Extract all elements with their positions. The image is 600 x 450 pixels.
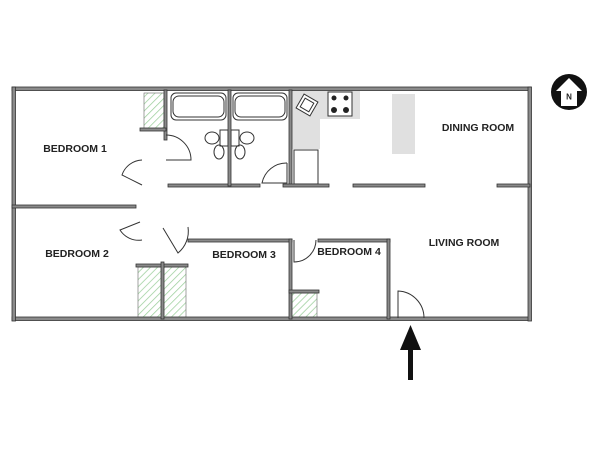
walls xyxy=(11,86,532,322)
kitchen-sink-icon xyxy=(295,93,319,117)
closet-bedroom2 xyxy=(137,266,163,320)
compass-label: N xyxy=(566,92,572,102)
room-label-bedroom-3: BEDROOM 3 xyxy=(212,249,276,261)
kitchen xyxy=(292,91,415,185)
closet-bedroom4 xyxy=(290,292,318,320)
north-arrow-icon xyxy=(551,74,587,110)
stove-icon xyxy=(327,91,353,117)
refrigerator xyxy=(293,149,319,185)
closet-bedroom1 xyxy=(143,92,165,131)
kitchen-island xyxy=(392,94,415,154)
room-label-bedroom-4: BEDROOM 4 xyxy=(317,246,381,258)
room-label-living-room: LIVING ROOM xyxy=(428,237,500,249)
doors xyxy=(119,134,425,319)
room-label-dining-room: DINING ROOM xyxy=(441,122,515,134)
room-label-bedroom-2: BEDROOM 2 xyxy=(45,248,109,260)
entrance-arrow-icon xyxy=(400,325,421,380)
closet-bedroom3 xyxy=(161,266,187,320)
room-label-bedroom-1: BEDROOM 1 xyxy=(43,143,107,155)
